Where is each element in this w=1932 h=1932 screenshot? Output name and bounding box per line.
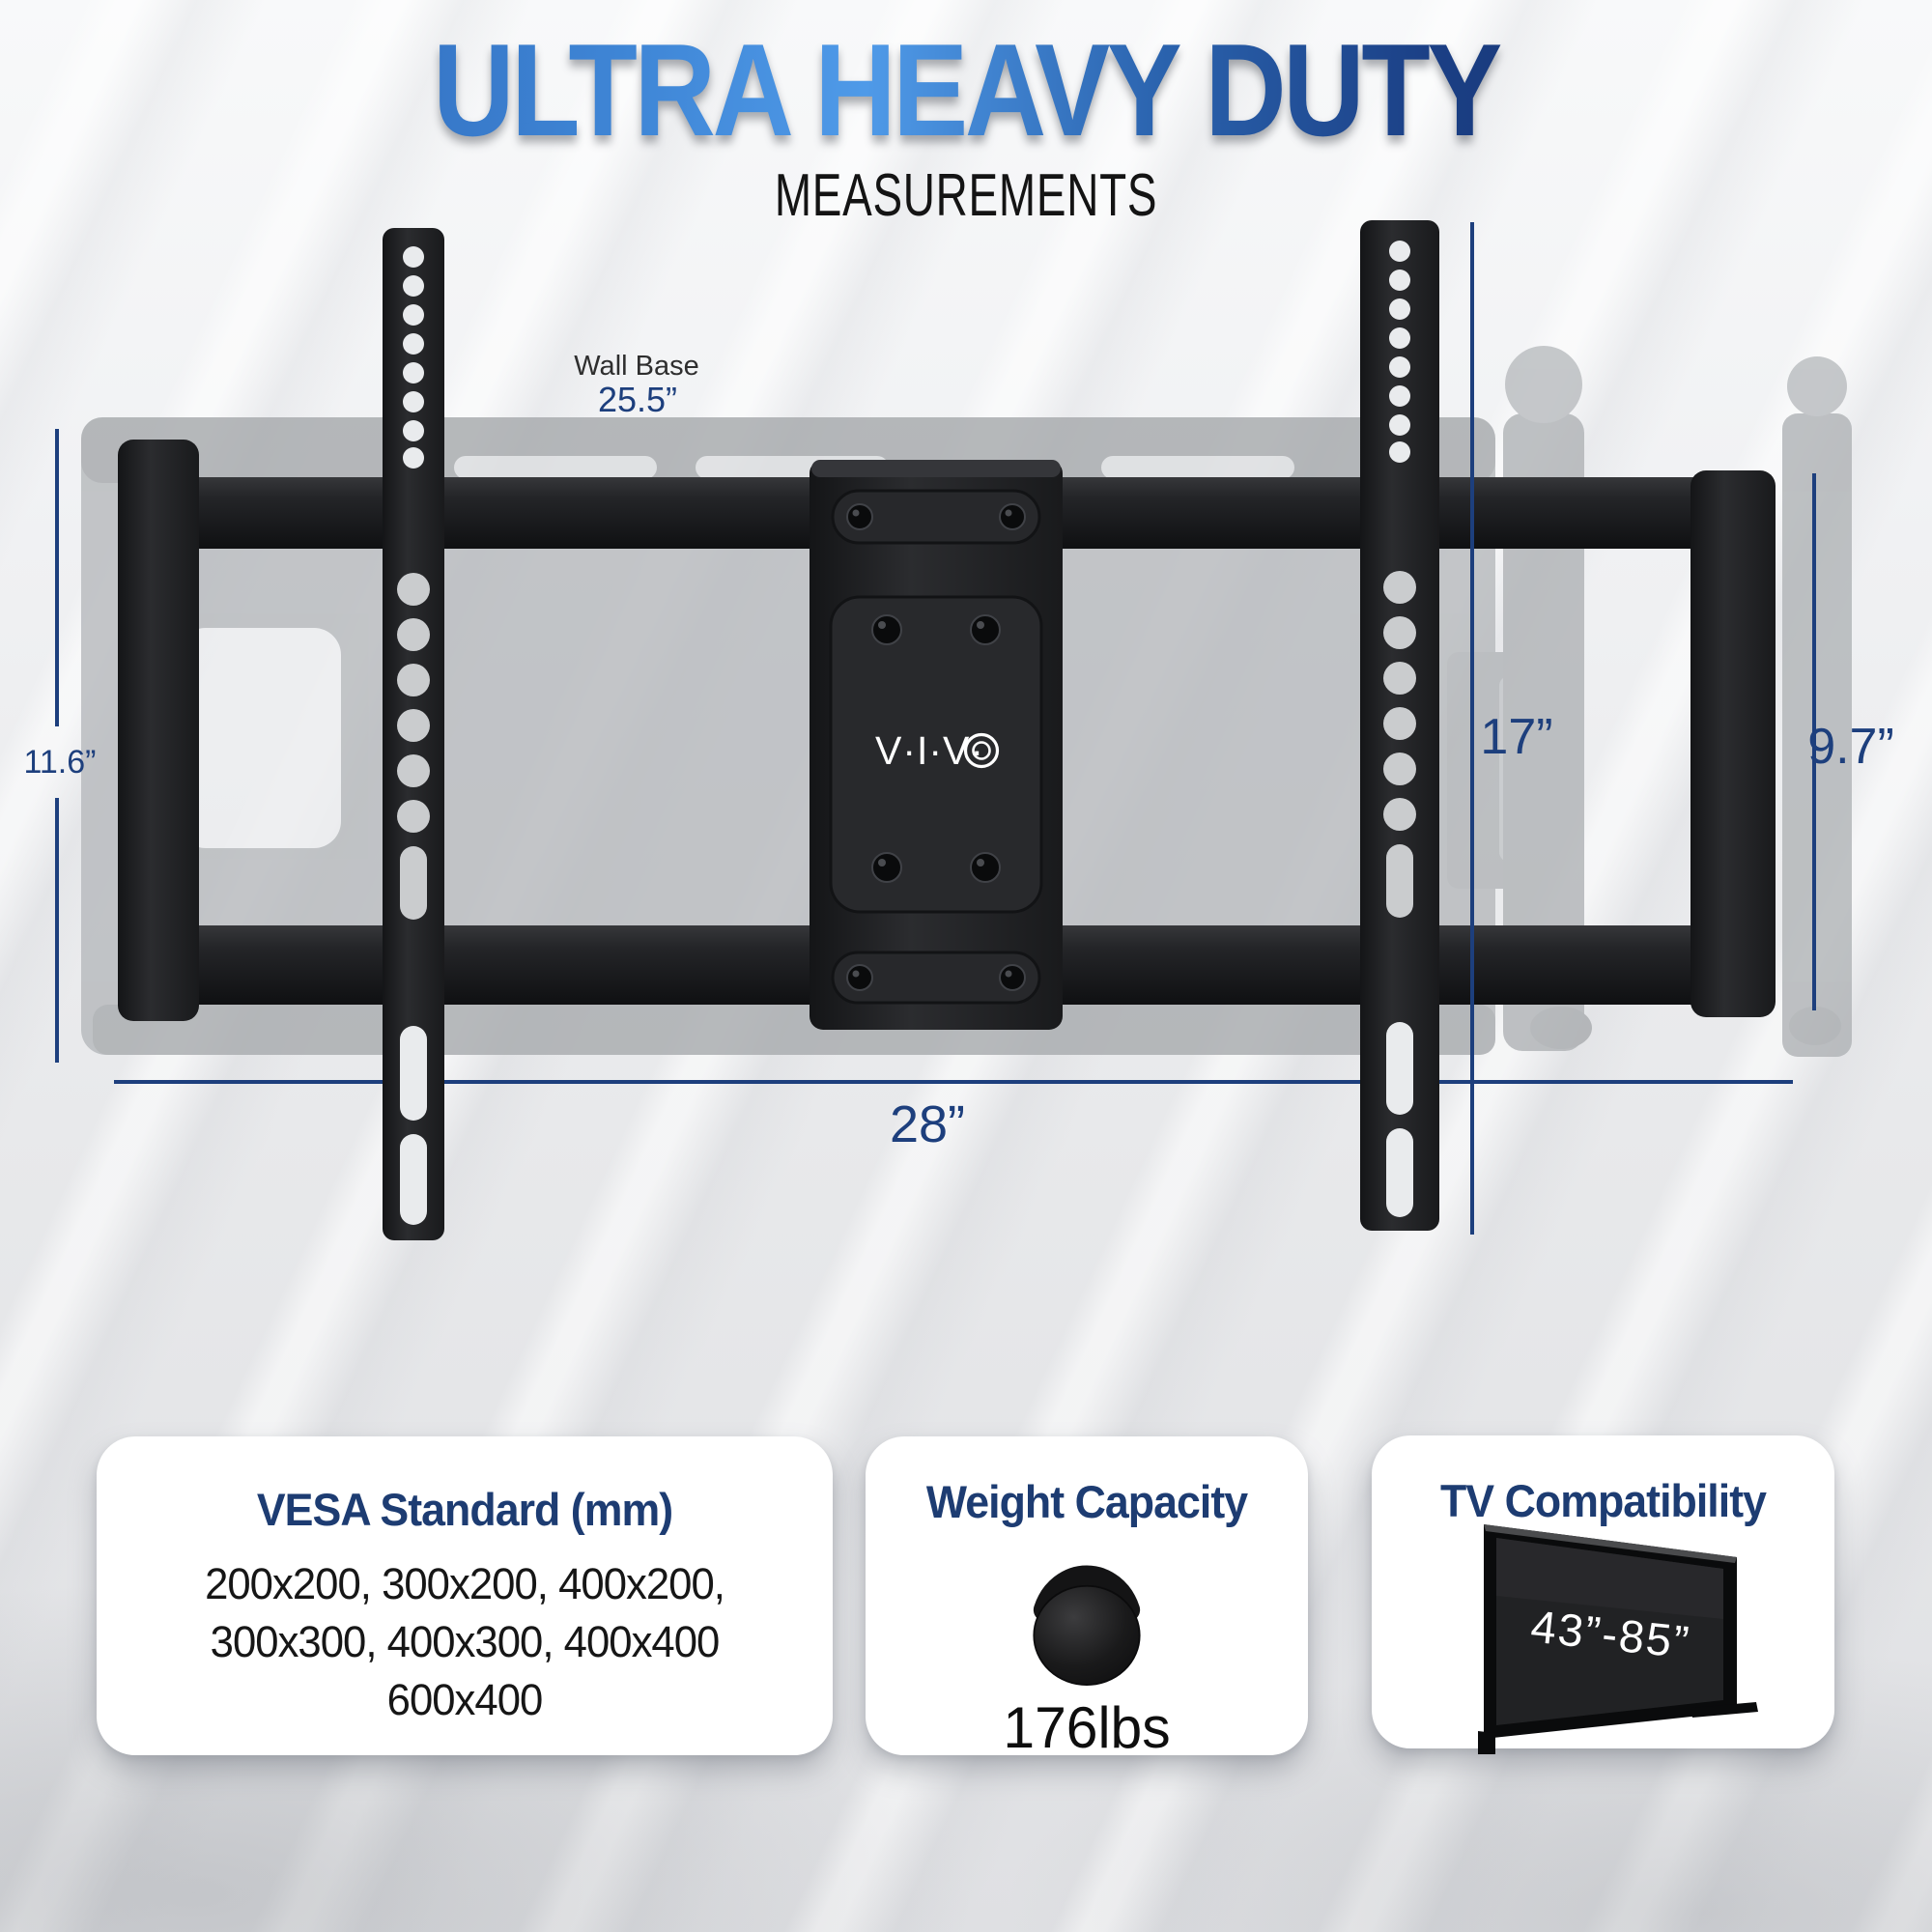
vivo-logo-text: V·I·V· bbox=[875, 728, 984, 773]
tv-icon: 43”-85” bbox=[1372, 1503, 1834, 1766]
wall-base-value: 25.5” bbox=[598, 380, 677, 419]
tv-compatibility-card: TV Compatibility 43”-85” bbox=[1372, 1435, 1834, 1766]
kettlebell-icon bbox=[866, 1534, 1308, 1692]
weight-card-title: Weight Capacity bbox=[925, 1476, 1248, 1527]
page-subtitle: MEASUREMENTS bbox=[774, 161, 1158, 229]
weight-capacity-value: 176lbs bbox=[1003, 1695, 1171, 1760]
mount-width-label: 28” bbox=[890, 1095, 965, 1153]
arm-depth-label: 9.7” bbox=[1807, 719, 1894, 775]
vesa-bracket-right bbox=[1360, 220, 1439, 1231]
dimension-annotations bbox=[55, 222, 1816, 1235]
mount-body: V·I·V· bbox=[118, 220, 1776, 1240]
vesa-standard-card: VESA Standard (mm) 200x200, 300x200, 400… bbox=[97, 1436, 833, 1755]
bracket-height-label: 17” bbox=[1480, 709, 1552, 765]
vesa-bracket-left bbox=[383, 228, 444, 1240]
center-wall-plate: V·I·V· bbox=[810, 460, 1063, 1030]
vesa-sizes-list: 200x200, 300x200, 400x200, 300x300, 400x… bbox=[107, 1555, 821, 1729]
page-title: ULTRA HEAVY DUTY bbox=[135, 21, 1797, 159]
header: ULTRA HEAVY DUTY MEASUREMENTS bbox=[0, 0, 1932, 230]
plate-screws bbox=[846, 503, 1026, 991]
dimension-labels: Wall Base 25.5” 11.6” 17” 9.7” 28” bbox=[24, 351, 1894, 1153]
vivo-logo-mark-icon bbox=[963, 732, 1000, 769]
vesa-sizes-line: 200x200, 300x200, 400x200, bbox=[205, 1559, 725, 1608]
right-end-cap bbox=[1690, 470, 1776, 1017]
vesa-sizes-line: 600x400 bbox=[386, 1675, 544, 1724]
wall-base-label: Wall Base bbox=[574, 351, 698, 382]
weight-capacity-card: Weight Capacity 176lbs bbox=[866, 1436, 1308, 1760]
vesa-sizes-line: 300x300, 400x300, 400x400 bbox=[210, 1617, 721, 1666]
left-end-cap bbox=[118, 440, 199, 1021]
vivo-logo: V·I·V· bbox=[875, 728, 1000, 773]
vesa-card-title: VESA Standard (mm) bbox=[256, 1484, 673, 1535]
tv-card-title: TV Compatibility bbox=[1439, 1475, 1767, 1526]
plate-height-label: 11.6” bbox=[24, 744, 97, 781]
